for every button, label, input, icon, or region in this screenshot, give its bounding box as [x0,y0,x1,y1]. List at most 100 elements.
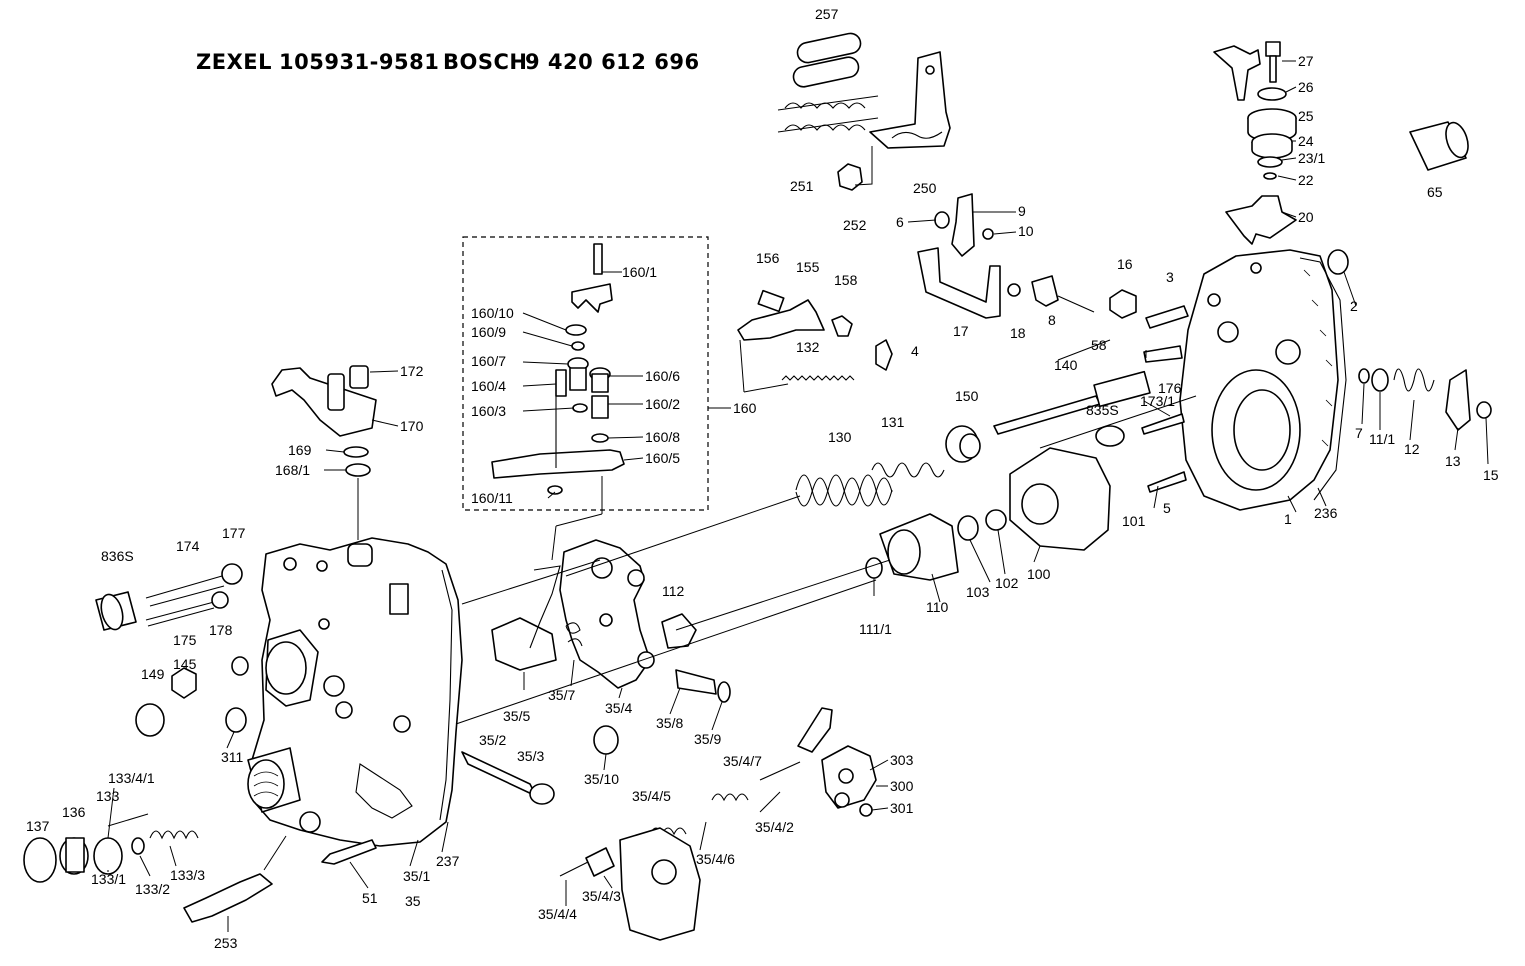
callout-label: 132 [796,339,820,355]
callout-label: 24 [1298,133,1314,149]
callout-label: 13 [1445,453,1461,469]
callout-label: 170 [400,418,424,434]
callout-label: 35/4/3 [582,888,621,904]
part-adjuster-133 [23,813,199,883]
callout-label: 51 [362,890,378,906]
callout-label: 160/8 [645,429,680,445]
part-lever-assembly-35 [461,539,731,805]
callout-label: 15 [1483,467,1499,483]
part-sleeves-springs [777,32,879,133]
callout-label: 160 [733,400,757,416]
callout-label: 133/3 [170,867,205,883]
callout-label: 160/6 [645,368,680,384]
callout-label: 35/4/6 [696,851,735,867]
callout-label: 149 [141,666,165,682]
part-spring-set-12 [1358,368,1492,431]
callout-label: 168/1 [275,462,310,478]
part-coupling-65 [1409,121,1469,171]
callout-label: 133/4/1 [108,770,155,786]
callout-label: 100 [1027,566,1051,582]
callout-label: 131 [881,414,905,430]
part-bracket-250 [869,51,951,149]
callout-label: 5 [1163,500,1171,516]
callout-label: 155 [796,259,820,275]
callout-label: 35/4/2 [755,819,794,835]
leader-shaft-right [1039,395,1197,449]
part-springs-130-131 [565,425,981,577]
callout-label: 9 [1018,203,1026,219]
callout-label: 35/1 [403,868,430,884]
callout-label: 252 [843,217,867,233]
callout-label: 7 [1355,425,1363,441]
callout-label: 11/1 [1369,431,1395,447]
callout-label: 236 [1314,505,1338,521]
callout-label: 303 [890,752,914,768]
callout-label: 160/2 [645,396,680,412]
part-top-stack [1213,41,1297,245]
callout-label: 58 [1091,337,1107,353]
callout-label: 20 [1298,209,1314,225]
callout-label: 136 [62,804,86,820]
part-flyweights-100 [675,447,1111,631]
callout-label: 35/4/4 [538,906,577,922]
callout-label: 101 [1122,513,1146,529]
part-stud-253 [183,835,287,923]
callout-label: 26 [1298,79,1314,95]
callout-label: 156 [756,250,780,266]
part-screws-174-175 [95,563,243,631]
callout-label: 35/10 [584,771,619,787]
callout-label: 160/3 [471,403,506,419]
header-brand-bosch: BOSCH [443,50,527,74]
callout-label: 158 [834,272,858,288]
callout-label: 177 [222,525,246,541]
callout-label: 35/8 [656,715,683,731]
callout-label: 160/4 [471,378,506,394]
callout-label: 35/3 [517,748,544,764]
leader-shaft-lower [455,579,877,725]
callout-label: 18 [1010,325,1026,341]
callout-label: 160/5 [645,450,680,466]
callout-label: 836S [101,548,134,564]
callout-label: 311 [221,749,244,765]
callout-label: 173/1 [1140,393,1175,409]
callout-label: 169 [288,442,312,458]
part-main-housing-1 [1179,249,1347,511]
part-lever-9 [934,193,994,257]
callout-label: 27 [1298,53,1314,69]
callout-label: 145 [173,656,197,672]
callout-label: 35/4 [605,700,632,716]
callout-label: 65 [1427,184,1443,200]
callout-label: 150 [955,388,979,404]
callout-label: 8 [1048,312,1056,328]
callout-label: 251 [790,178,814,194]
header-brand-zexel: ZEXEL [196,50,272,74]
part-lever-17 [917,247,1001,319]
callout-label: 175 [173,632,197,648]
callout-label: 35 [405,893,421,909]
callout-label: 174 [176,538,200,554]
callout-leaders [107,60,1489,932]
callout-label: 35/9 [694,731,721,747]
callout-label: 35/4/7 [723,753,762,769]
callout-label: 35/4/5 [632,788,671,804]
header-bosch-number: 9 420 612 696 [525,50,700,74]
callout-label: 6 [896,214,904,230]
callout-label: 172 [400,363,424,379]
callout-label: 35/7 [548,687,575,703]
callout-label: 10 [1018,223,1034,239]
part-seals-149-145 [135,656,249,737]
callout-label: 17 [953,323,969,339]
parts-layer [23,32,1492,941]
callout-label: 301 [890,800,914,816]
part-nut-252 [837,163,863,191]
part-pin-8 [1007,275,1095,313]
callout-label: 176 [1158,380,1182,396]
callout-label: 300 [890,778,914,794]
callout-label: 103 [966,584,990,600]
callout-label: 133/2 [135,881,170,897]
callout-label: 250 [913,180,937,196]
callout-label: 112 [662,583,685,599]
callout-label: 3 [1166,269,1174,285]
callout-label: 35/2 [479,732,506,748]
